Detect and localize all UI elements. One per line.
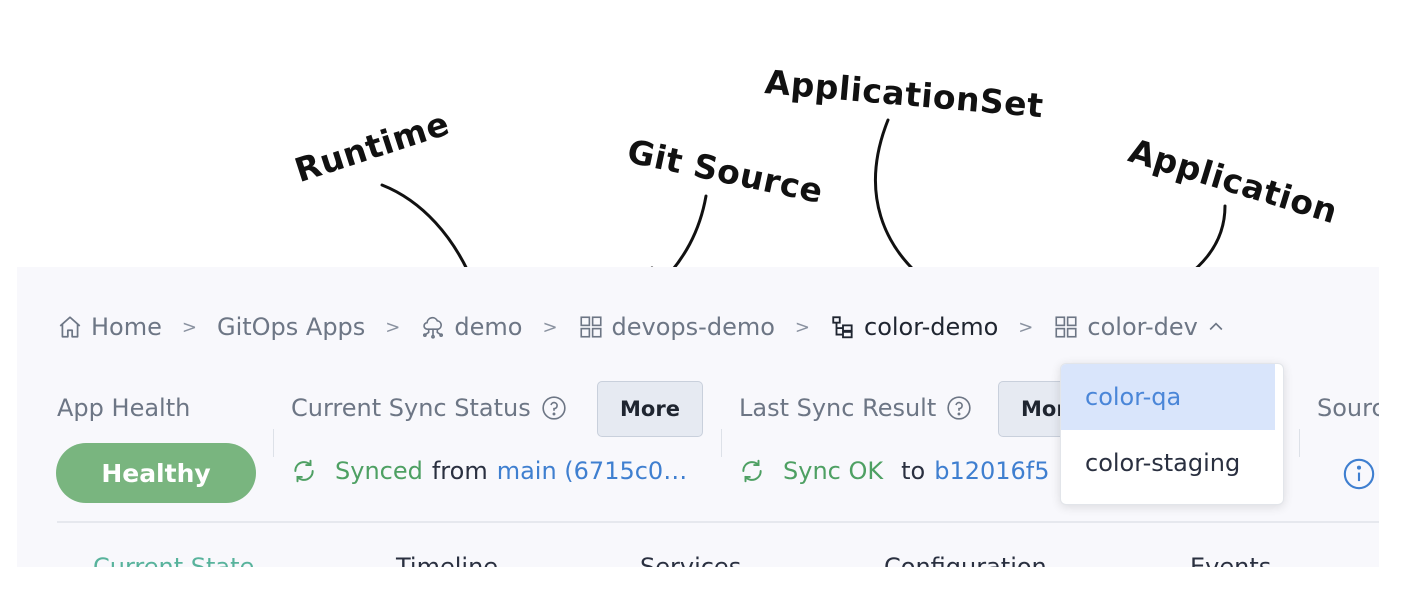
current-sync-status-value: Synced from main (6715c0… bbox=[291, 457, 687, 485]
chevron-up-icon[interactable] bbox=[1206, 317, 1226, 337]
tab-configuration[interactable]: Configuration bbox=[884, 553, 1047, 567]
current-sync-status-text: Synced bbox=[335, 457, 423, 485]
breadcrumb-home-label: Home bbox=[91, 313, 162, 341]
question-circle-icon[interactable] bbox=[946, 395, 972, 421]
arrow-application-set bbox=[874, 118, 940, 292]
annotation-runtime: Runtime bbox=[289, 103, 454, 191]
source-label: Sourc bbox=[1317, 394, 1379, 422]
tab-current-state[interactable]: Current State bbox=[93, 553, 255, 567]
sync-icon bbox=[739, 458, 765, 484]
current-sync-branch-link[interactable]: main (6715c0… bbox=[496, 457, 688, 485]
breadcrumb-gitops-apps[interactable]: GitOps Apps bbox=[217, 313, 365, 341]
breadcrumb-git-source-label: devops-demo bbox=[611, 313, 775, 341]
breadcrumb-application-set-label: color-demo bbox=[864, 313, 999, 341]
current-sync-from-text: from bbox=[431, 457, 488, 485]
breadcrumb-separator: > bbox=[542, 316, 558, 338]
home-icon bbox=[57, 314, 83, 340]
tree-icon bbox=[830, 314, 856, 340]
breadcrumb-home[interactable]: Home bbox=[57, 313, 162, 341]
dropdown-option-color-qa[interactable]: color-qa bbox=[1061, 364, 1275, 430]
current-sync-status-label: Current Sync Status bbox=[291, 394, 531, 422]
last-sync-revision-link[interactable]: b12016f5 bbox=[934, 457, 1050, 485]
divider bbox=[1299, 429, 1300, 457]
info-icon[interactable] bbox=[1342, 457, 1376, 491]
breadcrumb-application-set[interactable]: color-demo bbox=[830, 313, 998, 341]
breadcrumb-gitops-apps-label: GitOps Apps bbox=[216, 313, 366, 341]
grid-icon bbox=[578, 314, 604, 340]
breadcrumb: Home > GitOps Apps > demo > bbox=[57, 311, 1226, 343]
cloud-network-icon bbox=[420, 314, 446, 340]
divider bbox=[273, 429, 274, 457]
last-sync-result-value: Sync OK to b12016f5 bbox=[739, 457, 1050, 485]
annotation-git-source: Git Source bbox=[623, 131, 827, 211]
breadcrumb-separator: > bbox=[794, 316, 810, 338]
current-sync-more-button[interactable]: More bbox=[597, 381, 703, 437]
breadcrumb-separator: > bbox=[385, 316, 401, 338]
breadcrumb-git-source[interactable]: devops-demo bbox=[578, 313, 775, 341]
last-sync-result-label: Last Sync Result bbox=[739, 394, 937, 422]
app-health-label: App Health bbox=[57, 394, 191, 422]
divider bbox=[721, 429, 722, 457]
breadcrumb-application-label: color-dev bbox=[1087, 313, 1198, 341]
app-details-panel: Home > GitOps Apps > demo > bbox=[17, 267, 1379, 567]
last-sync-result-header: Last Sync Result bbox=[739, 394, 972, 422]
current-sync-status-header: Current Sync Status bbox=[291, 394, 567, 422]
tab-timeline[interactable]: Timeline bbox=[396, 553, 499, 567]
question-circle-icon[interactable] bbox=[541, 395, 567, 421]
health-status-badge: Healthy bbox=[56, 443, 256, 503]
grid-icon bbox=[1053, 314, 1079, 340]
annotation-application-set: ApplicationSet bbox=[763, 62, 1046, 126]
breadcrumb-application[interactable]: color-dev bbox=[1053, 313, 1225, 341]
breadcrumb-separator: > bbox=[1018, 316, 1034, 338]
tab-events[interactable]: Events bbox=[1190, 553, 1272, 567]
annotation-application: Application bbox=[1124, 130, 1343, 232]
tab-services[interactable]: Services bbox=[640, 553, 742, 567]
last-sync-to-text: to bbox=[901, 457, 926, 485]
dropdown-option-color-staging[interactable]: color-staging bbox=[1085, 449, 1241, 477]
sync-icon bbox=[291, 458, 317, 484]
breadcrumb-separator: > bbox=[181, 316, 197, 338]
last-sync-status-text: Sync OK bbox=[783, 457, 884, 485]
application-dropdown-menu: color-qa color-staging bbox=[1060, 363, 1284, 505]
section-divider bbox=[57, 521, 1379, 523]
breadcrumb-runtime[interactable]: demo bbox=[420, 313, 522, 341]
breadcrumb-runtime-label: demo bbox=[454, 313, 523, 341]
